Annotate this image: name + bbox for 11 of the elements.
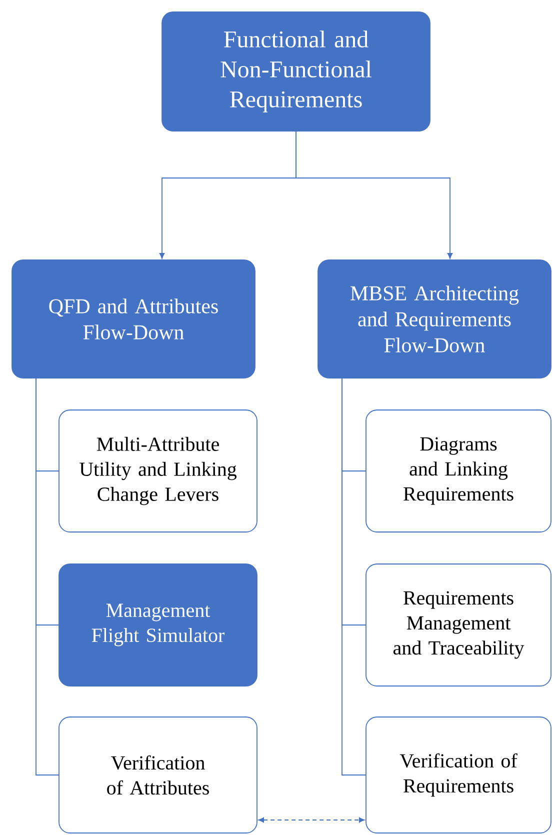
root-box: Functional and Non-Functional Requirements [162, 12, 430, 132]
item-box: Verification of Requirements [366, 716, 552, 834]
item-box: Management Flight Simulator [58, 564, 258, 686]
category-box: MBSE Architecting and Requirements Flow-Down [318, 260, 552, 378]
item-box: Requirements Management and Traceability [366, 564, 552, 686]
arrow [296, 130, 453, 259]
dashed-arrow [258, 817, 365, 823]
item-box: Multi-Attribute Utility and Linking Change Levers [58, 410, 258, 532]
category-box: QFD and Attributes Flow-Down [12, 260, 256, 378]
item-box: Diagrams and Linking Requirements [366, 410, 552, 532]
item-box: Verification of Attributes [58, 716, 258, 834]
